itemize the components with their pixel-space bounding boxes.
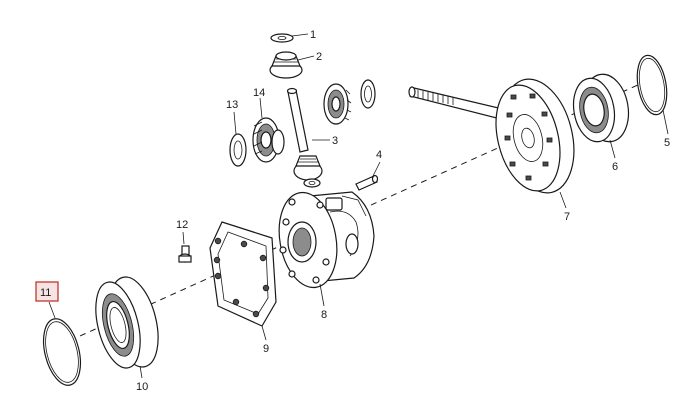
part-7-axle-shaft[interactable] <box>408 71 585 200</box>
part-10-bearing[interactable] <box>88 272 167 372</box>
part-3-cross-shaft[interactable] <box>286 87 309 153</box>
callout-1: 1 <box>310 29 316 41</box>
callout-14: 14 <box>253 87 265 99</box>
callout-12: 12 <box>176 219 188 231</box>
callout-13: 13 <box>226 99 238 111</box>
part-13-thrust-washer[interactable] <box>229 133 247 167</box>
callout-8: 8 <box>321 309 327 321</box>
part-5-snap-ring[interactable] <box>633 53 671 117</box>
callout-9: 9 <box>263 343 269 355</box>
part-9-gasket-plate[interactable] <box>209 221 277 327</box>
part-14-side-gear[interactable] <box>252 117 285 163</box>
leader-lines <box>48 33 669 379</box>
part-3-pinion-assembly[interactable] <box>293 155 323 188</box>
callout-11: 11 <box>40 287 51 299</box>
part-8-differential-housing[interactable] <box>272 188 375 292</box>
callout-2: 2 <box>316 51 322 63</box>
callout-10: 10 <box>136 381 148 393</box>
part-12-bolt[interactable] <box>178 245 192 263</box>
callout-5: 5 <box>664 137 670 149</box>
part-4-pin[interactable] <box>355 174 379 191</box>
callout-3: 3 <box>332 135 338 147</box>
callout-7: 7 <box>564 211 570 223</box>
part-1-washer[interactable] <box>270 33 294 43</box>
side-gear-opposite[interactable] <box>323 83 352 125</box>
part-11-snap-ring[interactable] <box>37 315 86 389</box>
callout-11-highlighted[interactable]: 11 <box>35 281 59 302</box>
callout-4: 4 <box>376 149 382 161</box>
part-2-pinion-gear[interactable] <box>269 51 303 79</box>
thrust-washer-opposite[interactable] <box>360 79 376 109</box>
part-6-bearing[interactable] <box>569 71 634 146</box>
callout-labels: 1 2 3 4 5 6 7 8 9 10 12 13 14 <box>136 29 670 393</box>
callout-6: 6 <box>612 161 618 173</box>
